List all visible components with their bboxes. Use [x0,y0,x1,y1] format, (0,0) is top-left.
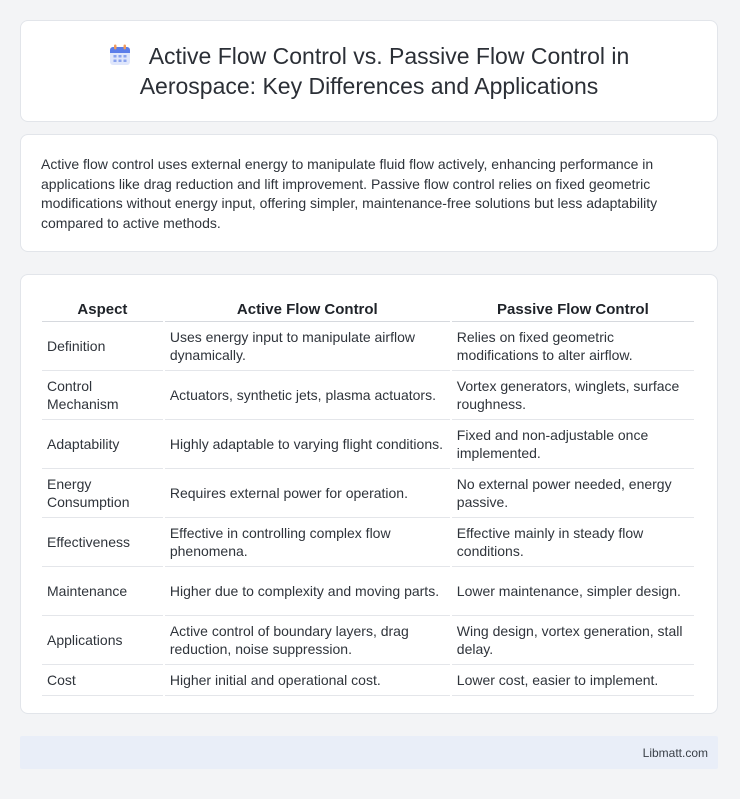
passive-cell: Effective mainly in steady flow conditio… [451,518,694,567]
intro-card: Active flow control uses external energy… [20,134,718,252]
aspect-cell: Cost [42,665,163,696]
active-cell: Higher initial and operational cost. [164,665,450,696]
active-cell: Actuators, synthetic jets, plasma actuat… [164,371,450,420]
passive-cell: Wing design, vortex generation, stall de… [451,616,694,665]
header-active: Active Flow Control [164,295,450,322]
comparison-table: Aspect Active Flow Control Passive Flow … [40,295,696,696]
aspect-cell: Control Mechanism [42,371,163,420]
aspect-cell: Applications [42,616,163,665]
passive-cell: Fixed and non-adjustable once implemente… [451,420,694,469]
passive-cell: Lower cost, easier to implement. [451,665,694,696]
active-cell: Highly adaptable to varying flight condi… [164,420,450,469]
table-row: Adaptability Highly adaptable to varying… [42,420,694,469]
table-row: Definition Uses energy input to manipula… [42,322,694,371]
header-passive: Passive Flow Control [451,295,694,322]
aspect-cell: Effectiveness [42,518,163,567]
title-card: Active Flow Control vs. Passive Flow Con… [20,20,718,122]
table-row: Energy Consumption Requires external pow… [42,469,694,518]
aspect-cell: Definition [42,322,163,371]
active-cell: Higher due to complexity and moving part… [164,567,450,616]
aspect-cell: Energy Consumption [42,469,163,518]
table-row: Applications Active control of boundary … [42,616,694,665]
table-header-row: Aspect Active Flow Control Passive Flow … [42,295,694,322]
page-title: Active Flow Control vs. Passive Flow Con… [139,43,630,99]
table-row: Effectiveness Effective in controlling c… [42,518,694,567]
page-title-wrap: Active Flow Control vs. Passive Flow Con… [69,41,669,101]
active-cell: Active control of boundary layers, drag … [164,616,450,665]
table-row: Maintenance Higher due to complexity and… [42,567,694,616]
active-cell: Effective in controlling complex flow ph… [164,518,450,567]
passive-cell: Vortex generators, winglets, surface rou… [451,371,694,420]
active-cell: Requires external power for operation. [164,469,450,518]
table-row: Control Mechanism Actuators, synthetic j… [42,371,694,420]
footer-brand-link[interactable]: Libmatt.com [642,745,708,760]
passive-cell: Relies on fixed geometric modifications … [451,322,694,371]
calendar-icon [109,44,130,65]
aspect-cell: Maintenance [42,567,163,616]
passive-cell: No external power needed, energy passive… [451,469,694,518]
table-card: Aspect Active Flow Control Passive Flow … [20,274,718,714]
intro-text: Active flow control uses external energy… [41,156,658,231]
table-row: Cost Higher initial and operational cost… [42,665,694,696]
header-aspect: Aspect [42,295,163,322]
aspect-cell: Adaptability [42,420,163,469]
footer: Libmatt.com [20,736,718,769]
active-cell: Uses energy input to manipulate airflow … [164,322,450,371]
passive-cell: Lower maintenance, simpler design. [451,567,694,616]
